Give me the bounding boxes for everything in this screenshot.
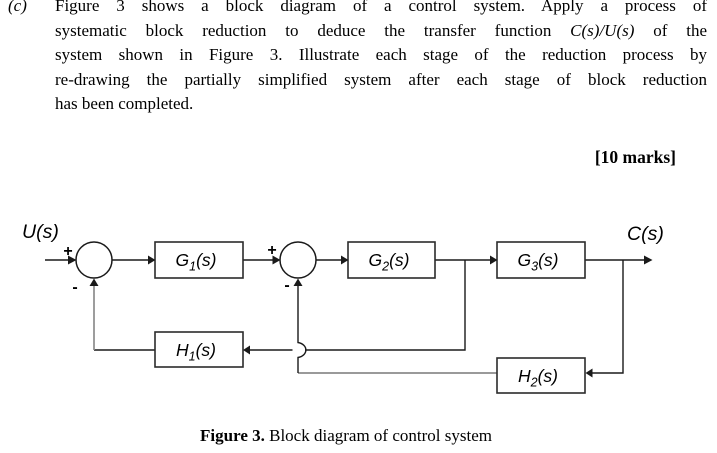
question-line-5: has been completed. bbox=[55, 94, 194, 113]
arrowhead-input bbox=[68, 255, 77, 265]
block-h2-label: H2(s) bbox=[518, 366, 558, 390]
arrowhead-into-sum1-bottom bbox=[89, 278, 99, 286]
summing-junction-1 bbox=[75, 241, 113, 279]
sum2-plus-sign: + bbox=[267, 242, 276, 259]
transfer-function-expression: C(s)/U(s) bbox=[570, 20, 635, 40]
block-g1 bbox=[154, 241, 244, 279]
arrowhead-into-g3 bbox=[490, 255, 498, 265]
wire-takeoff2-to-h2 bbox=[592, 260, 624, 374]
block-h1-label: H1(s) bbox=[176, 340, 216, 364]
h2-base: H bbox=[518, 366, 531, 386]
g3-base: G bbox=[518, 250, 532, 270]
g1-base: G bbox=[176, 250, 190, 270]
input-signal-label: U(s) bbox=[22, 221, 59, 243]
arrowhead-output bbox=[644, 255, 653, 265]
question-line-1: Figure 3 shows a block diagram of a cont… bbox=[55, 0, 707, 15]
question-paragraph: Figure 3 shows a block diagram of a cont… bbox=[55, 0, 707, 117]
figure-caption-text: Block diagram of control system bbox=[264, 426, 492, 445]
sum1-minus-sign: - bbox=[72, 279, 77, 296]
question-line-2-post: of the bbox=[634, 20, 708, 40]
g3-arg: (s) bbox=[538, 250, 558, 270]
block-h1 bbox=[154, 331, 244, 368]
h1-arg: (s) bbox=[196, 340, 216, 360]
block-g3-label: G3(s) bbox=[518, 250, 559, 274]
g1-subscript: 1 bbox=[189, 260, 196, 274]
wire-takeoff1-to-h1 bbox=[305, 260, 466, 351]
question-line-2-pre: systematic block reduction to deduce the… bbox=[55, 20, 571, 40]
question-line-4: re-drawing the partially simplified syst… bbox=[55, 69, 707, 89]
block-g1-label: G1(s) bbox=[176, 250, 217, 274]
block-g2 bbox=[347, 241, 436, 279]
arrowhead-into-g1 bbox=[148, 255, 156, 265]
g1-arg: (s) bbox=[196, 250, 216, 270]
g3-subscript: 3 bbox=[531, 260, 538, 274]
arrowhead-into-h2 bbox=[585, 368, 593, 378]
sum1-plus-sign: + bbox=[63, 243, 72, 260]
g2-arg: (s) bbox=[389, 250, 409, 270]
h1-subscript: 1 bbox=[189, 350, 196, 364]
wire-h2-to-sum2-with-hop bbox=[297, 285, 307, 373]
output-signal-label: C(s) bbox=[627, 223, 664, 245]
h1-base: H bbox=[176, 340, 189, 360]
question-line-2: systematic block reduction to deduce the… bbox=[55, 19, 707, 44]
question-line-3: system shown in Figure 3. Illustrate eac… bbox=[55, 45, 707, 64]
figure-caption: Figure 3. Block diagram of control syste… bbox=[0, 426, 692, 446]
block-diagram-figure: + - + - U(s) C(s) G1(s) G2(s) G3(s) H1(s… bbox=[22, 221, 664, 394]
arrowhead-into-g2 bbox=[341, 255, 349, 265]
arrowhead-into-sum2 bbox=[272, 255, 281, 265]
marks-label: [10 marks] bbox=[594, 147, 676, 167]
h2-arg: (s) bbox=[538, 366, 558, 386]
g2-base: G bbox=[369, 250, 383, 270]
block-g2-label: G2(s) bbox=[369, 250, 410, 274]
question-part-label: (c) bbox=[8, 0, 27, 15]
figure-caption-label: Figure 3. bbox=[200, 426, 265, 445]
sum2-minus-sign: - bbox=[284, 277, 289, 294]
h2-subscript: 2 bbox=[530, 376, 538, 390]
summing-junction-2 bbox=[279, 241, 317, 279]
g2-subscript: 2 bbox=[381, 260, 389, 274]
block-h2 bbox=[496, 357, 586, 394]
arrowhead-into-h1 bbox=[243, 345, 250, 355]
arrowhead-into-sum2-bottom bbox=[293, 278, 303, 286]
